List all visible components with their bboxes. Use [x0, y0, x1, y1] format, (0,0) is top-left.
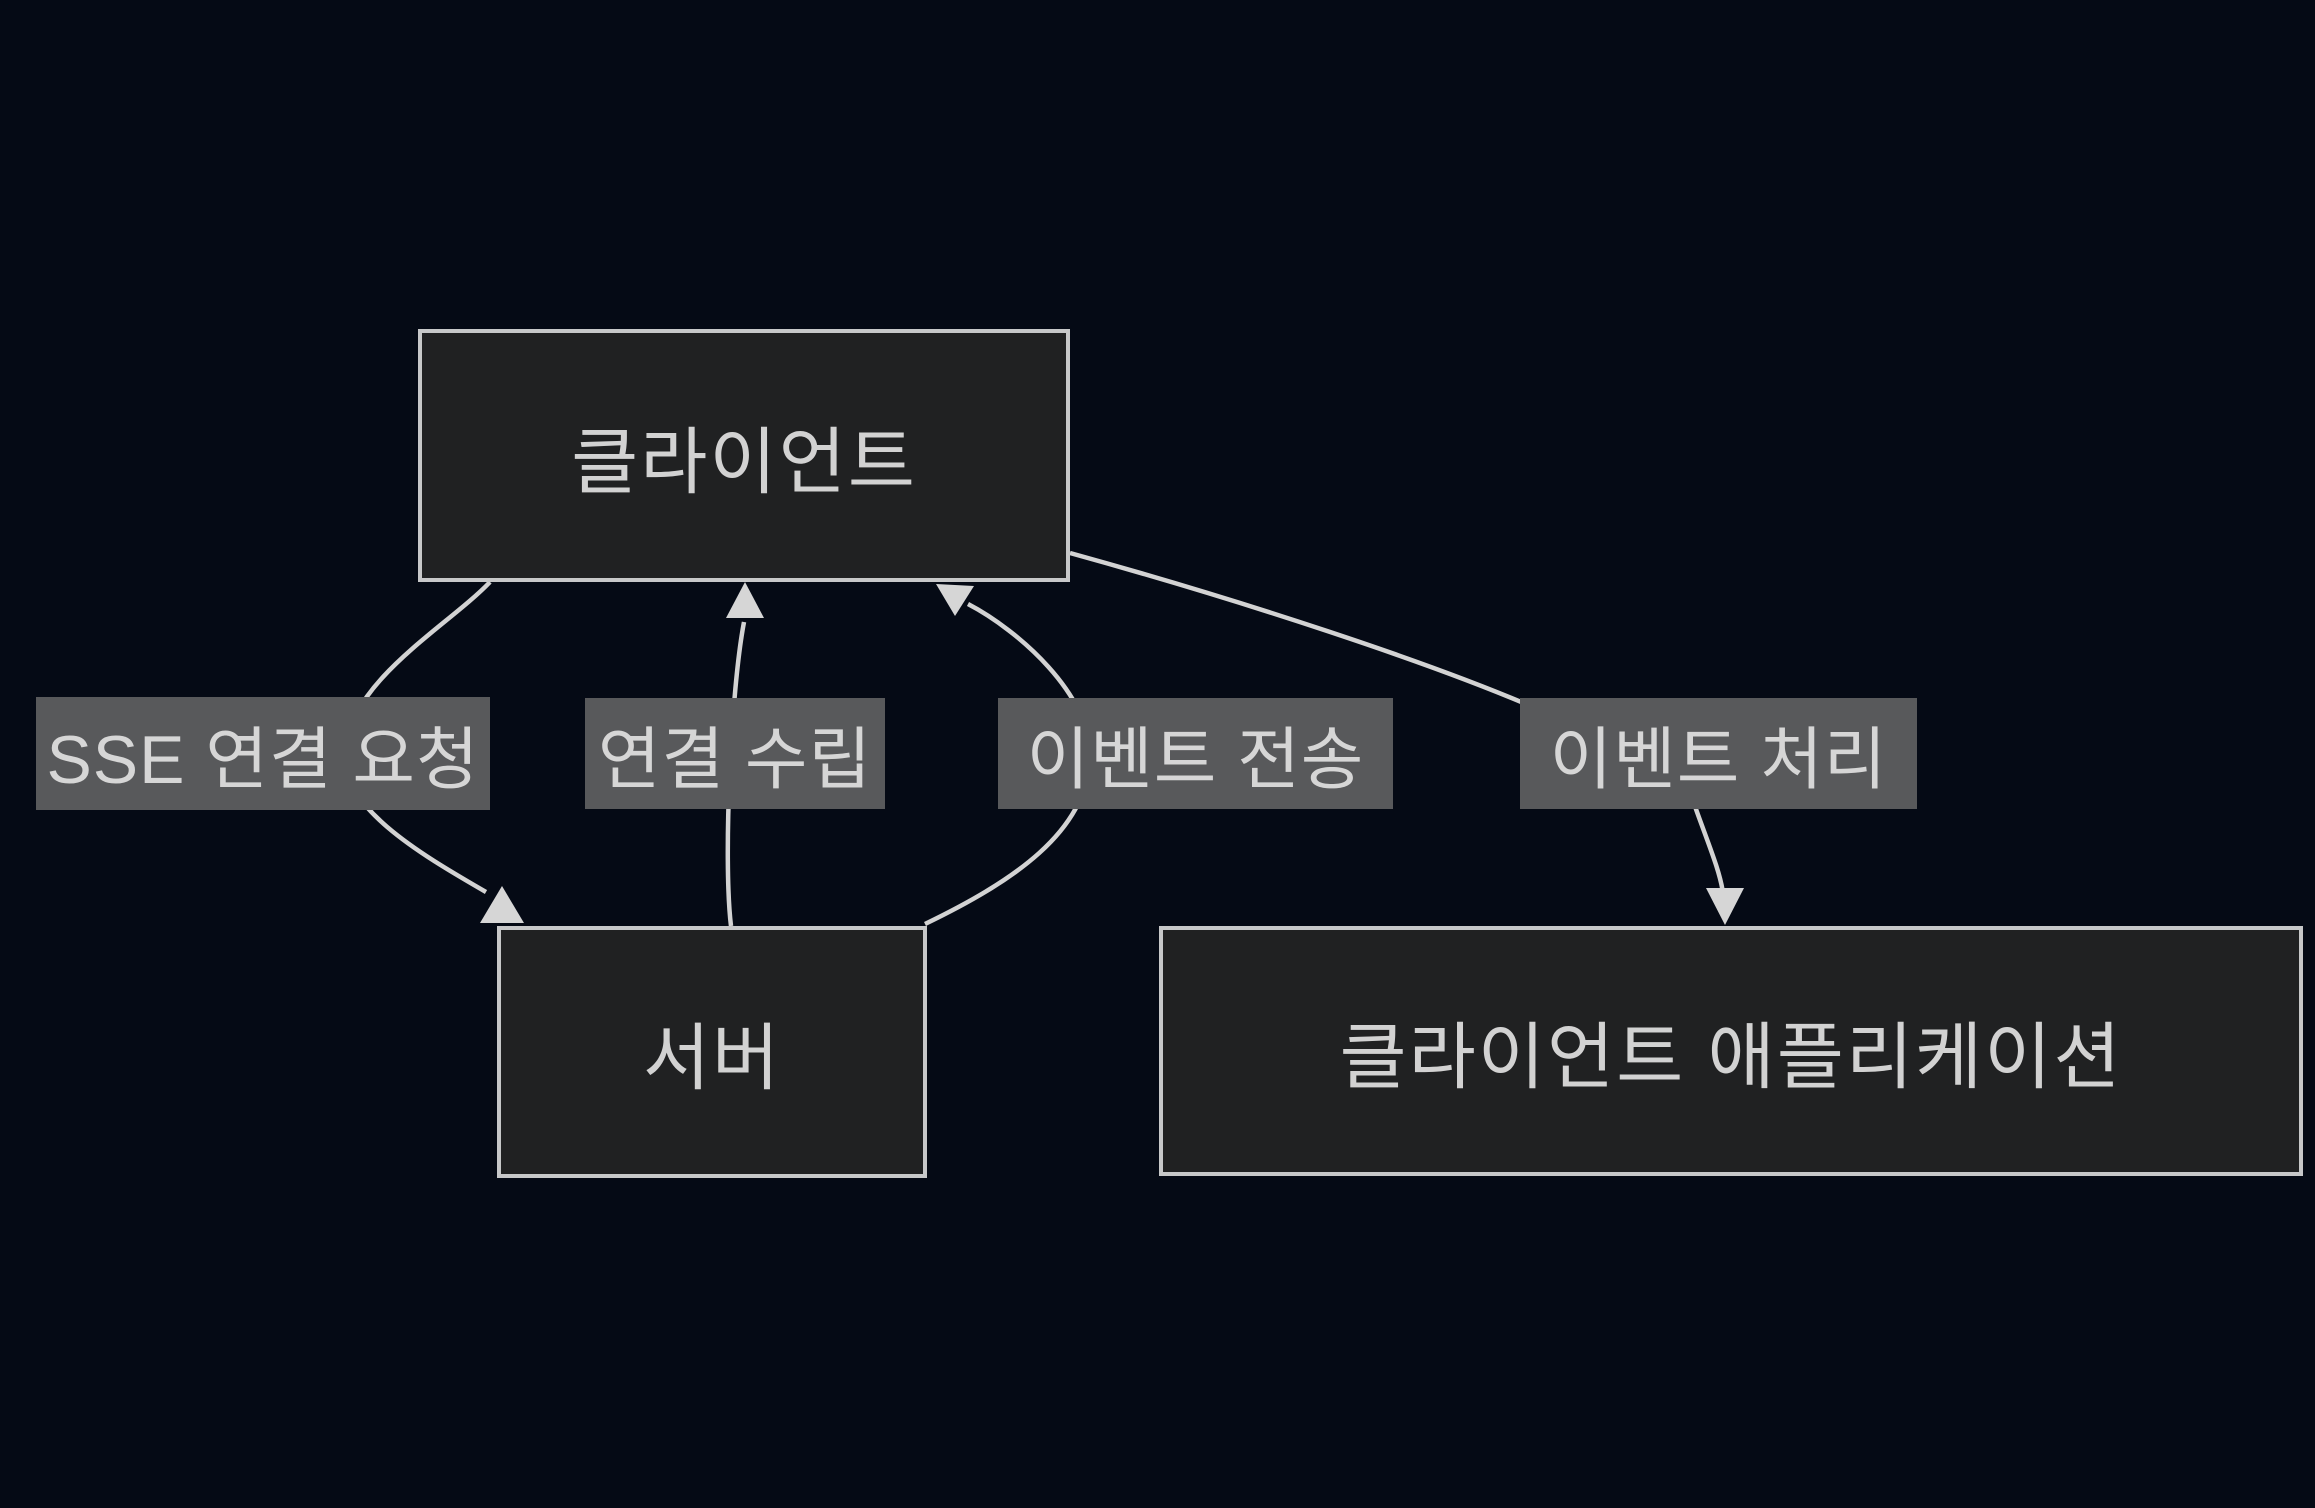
edge-label-process-event-text: 이벤트 처리	[1549, 722, 1888, 798]
node-client-application-label: 클라이언트 애플리케이션	[1339, 1017, 2123, 1098]
edge-label-establish-text: 연결 수립	[597, 722, 873, 798]
node-client-label: 클라이언트	[571, 421, 917, 503]
node-server: 서버	[497, 926, 927, 1178]
arrowhead-icon-establish	[726, 582, 764, 618]
arrowhead-icon-process-event	[1706, 888, 1744, 925]
arrowhead-icon-send-event	[936, 584, 974, 616]
edge-label-send-event-text: 이벤트 전송	[1026, 722, 1365, 798]
node-client-application: 클라이언트 애플리케이션	[1159, 926, 2303, 1176]
edge-label-establish: 연결 수립	[585, 698, 885, 809]
edge-label-send-event: 이벤트 전송	[998, 698, 1393, 809]
arrowhead-icon-sse-request	[480, 886, 524, 923]
edge-label-sse-request-text: SSE 연결 요청	[46, 722, 480, 798]
edge-label-sse-request: SSE 연결 요청	[36, 697, 490, 810]
node-client: 클라이언트	[418, 329, 1070, 582]
edge-label-process-event: 이벤트 처리	[1520, 698, 1917, 809]
node-server-label: 서버	[642, 1018, 782, 1099]
